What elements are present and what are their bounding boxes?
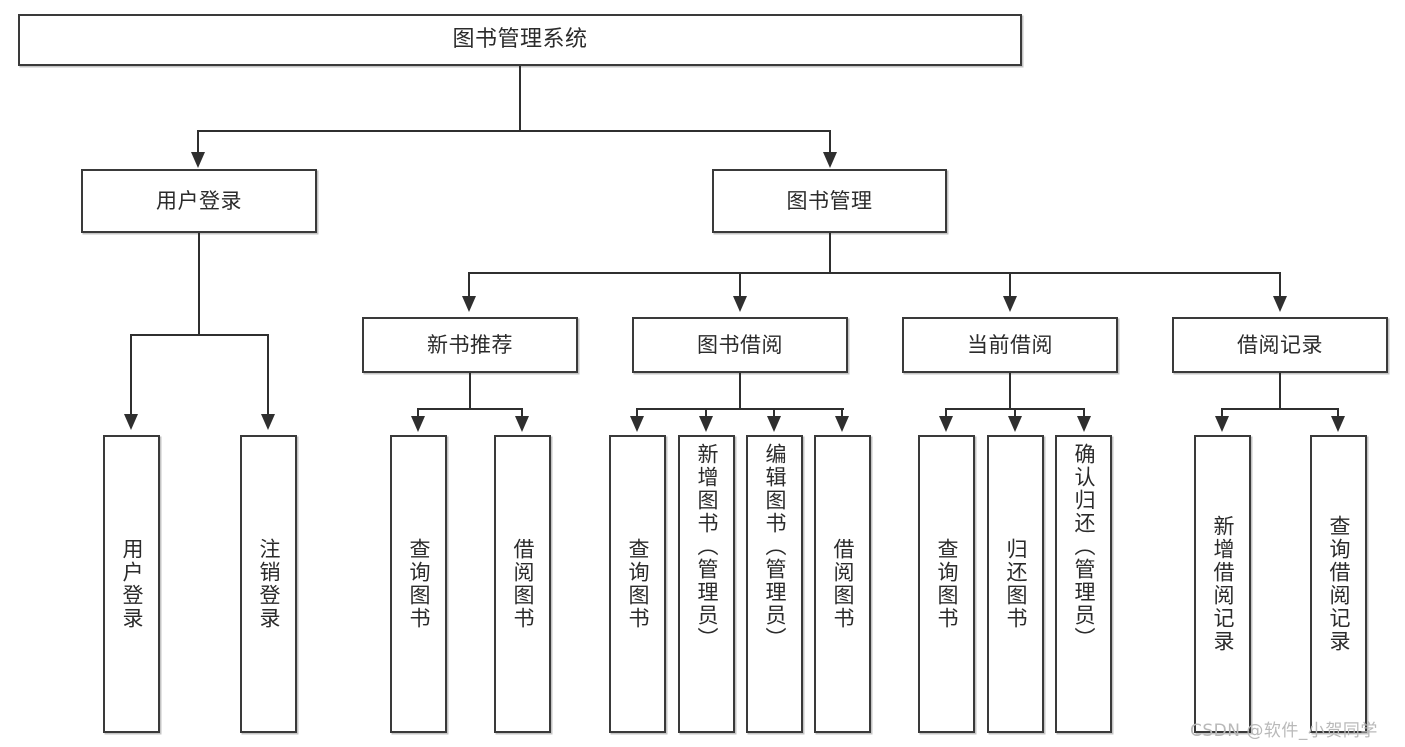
node-label: 借阅记录 — [1237, 332, 1323, 357]
edge-new-book-drop-2 — [521, 408, 523, 418]
arrow-to-leaf-user-login — [124, 414, 138, 430]
edge-current-borrow-stem — [1009, 373, 1011, 409]
arrow-to-leaf-edit-book — [767, 416, 781, 432]
node-label: 查询图书 — [625, 538, 650, 630]
node-label: 查询图书 — [406, 538, 431, 630]
node-root-system[interactable]: 图书管理系统 — [18, 14, 1022, 66]
edge-borrow-record-stem — [1279, 373, 1281, 409]
node-label: 图书管理系统 — [452, 27, 588, 53]
node-label: 新增借阅记录 — [1210, 515, 1235, 653]
arrow-to-new-book — [462, 296, 476, 312]
edge-user-login-drop-1 — [130, 334, 132, 416]
arrow-to-leaf-query-book-1 — [411, 416, 425, 432]
node-label: 图书借阅 — [697, 332, 783, 357]
arrow-to-leaf-return-book — [1008, 416, 1022, 432]
edge-user-login-bus — [130, 334, 268, 336]
node-label: 当前借阅 — [967, 332, 1053, 357]
leaf-query-book-new[interactable]: 查询图书 — [390, 435, 447, 733]
arrow-to-leaf-add-record — [1215, 416, 1229, 432]
node-label: 注销登录 — [256, 538, 281, 630]
node-label: 查询图书 — [934, 538, 959, 630]
arrow-to-book-manage — [823, 152, 837, 168]
edge-level2-drop-1 — [468, 272, 470, 298]
edge-level1-bus — [197, 130, 831, 132]
csdn-watermark: CSDN @软件_小贺同学 — [1190, 721, 1378, 741]
edge-book-borrow-drop-4 — [841, 408, 843, 418]
leaf-borrow-book[interactable]: 借阅图书 — [814, 435, 871, 733]
edge-new-book-drop-1 — [417, 408, 419, 418]
edge-book-borrow-drop-2 — [705, 408, 707, 418]
arrow-to-leaf-confirm-return — [1077, 416, 1091, 432]
arrow-to-current-borrow — [1003, 296, 1017, 312]
arrow-to-book-borrow — [733, 296, 747, 312]
node-label: 确认归还（管理员） — [1071, 443, 1096, 650]
arrow-to-leaf-logout — [261, 414, 275, 430]
node-label: 归还图书 — [1003, 538, 1028, 630]
edge-new-book-bus — [417, 408, 522, 410]
node-label: 借阅图书 — [510, 538, 535, 630]
node-label: 新书推荐 — [427, 332, 513, 357]
node-current-borrow[interactable]: 当前借阅 — [902, 317, 1118, 373]
edge-level2-drop-4 — [1279, 272, 1281, 298]
edge-book-borrow-drop-1 — [636, 408, 638, 418]
edge-borrow-record-bus — [1221, 408, 1338, 410]
leaf-borrow-book-new[interactable]: 借阅图书 — [494, 435, 551, 733]
edge-book-borrow-bus — [636, 408, 844, 410]
leaf-logout[interactable]: 注销登录 — [240, 435, 297, 733]
node-borrow-record[interactable]: 借阅记录 — [1172, 317, 1388, 373]
arrow-to-leaf-borrow-book-1 — [515, 416, 529, 432]
edge-root-stem — [519, 66, 521, 131]
edge-borrow-record-drop-1 — [1221, 408, 1223, 418]
arrow-to-leaf-query-book-2 — [630, 416, 644, 432]
leaf-add-borrow-record[interactable]: 新增借阅记录 — [1194, 435, 1251, 733]
node-label: 编辑图书（管理员） — [762, 443, 787, 650]
node-label: 用户登录 — [119, 538, 144, 630]
arrow-to-borrow-record — [1273, 296, 1287, 312]
leaf-query-book-borrow[interactable]: 查询图书 — [609, 435, 666, 733]
arrow-to-leaf-query-record — [1331, 416, 1345, 432]
edge-current-borrow-drop-2 — [1014, 408, 1016, 418]
arrow-to-leaf-add-book — [699, 416, 713, 432]
leaf-query-book-current[interactable]: 查询图书 — [918, 435, 975, 733]
leaf-user-login[interactable]: 用户登录 — [103, 435, 160, 733]
edge-book-borrow-drop-3 — [773, 408, 775, 418]
edge-level2-drop-2 — [739, 272, 741, 298]
node-book-borrow[interactable]: 图书借阅 — [632, 317, 848, 373]
leaf-return-book[interactable]: 归还图书 — [987, 435, 1044, 733]
edge-user-login-drop-2 — [267, 334, 269, 416]
edge-user-login-stem — [198, 233, 200, 335]
edge-book-borrow-stem — [739, 373, 741, 409]
leaf-add-book-admin[interactable]: 新增图书（管理员） — [678, 435, 735, 733]
edge-level2-bus — [468, 272, 1280, 274]
edge-level1-drop-right — [829, 130, 831, 154]
edge-current-borrow-drop-1 — [945, 408, 947, 418]
arrow-to-user-login — [191, 152, 205, 168]
arrow-to-leaf-borrow-book-2 — [835, 416, 849, 432]
node-user-login[interactable]: 用户登录 — [81, 169, 317, 233]
node-label: 借阅图书 — [830, 538, 855, 630]
node-label: 用户登录 — [156, 188, 242, 213]
edge-book-manage-stem — [829, 233, 831, 273]
edge-new-book-stem — [469, 373, 471, 409]
leaf-edit-book-admin[interactable]: 编辑图书（管理员） — [746, 435, 803, 733]
leaf-query-borrow-record[interactable]: 查询借阅记录 — [1310, 435, 1367, 733]
node-new-book-recommend[interactable]: 新书推荐 — [362, 317, 578, 373]
edge-level2-drop-3 — [1009, 272, 1011, 298]
edge-current-borrow-drop-3 — [1083, 408, 1085, 418]
node-book-management[interactable]: 图书管理 — [712, 169, 947, 233]
arrow-to-leaf-query-book-3 — [939, 416, 953, 432]
edge-level1-drop-left — [197, 130, 199, 154]
node-label: 图书管理 — [786, 188, 873, 213]
leaf-confirm-return-admin[interactable]: 确认归还（管理员） — [1055, 435, 1112, 733]
node-label: 查询借阅记录 — [1326, 515, 1351, 653]
node-label: 新增图书（管理员） — [694, 443, 719, 650]
edge-borrow-record-drop-2 — [1337, 408, 1339, 418]
